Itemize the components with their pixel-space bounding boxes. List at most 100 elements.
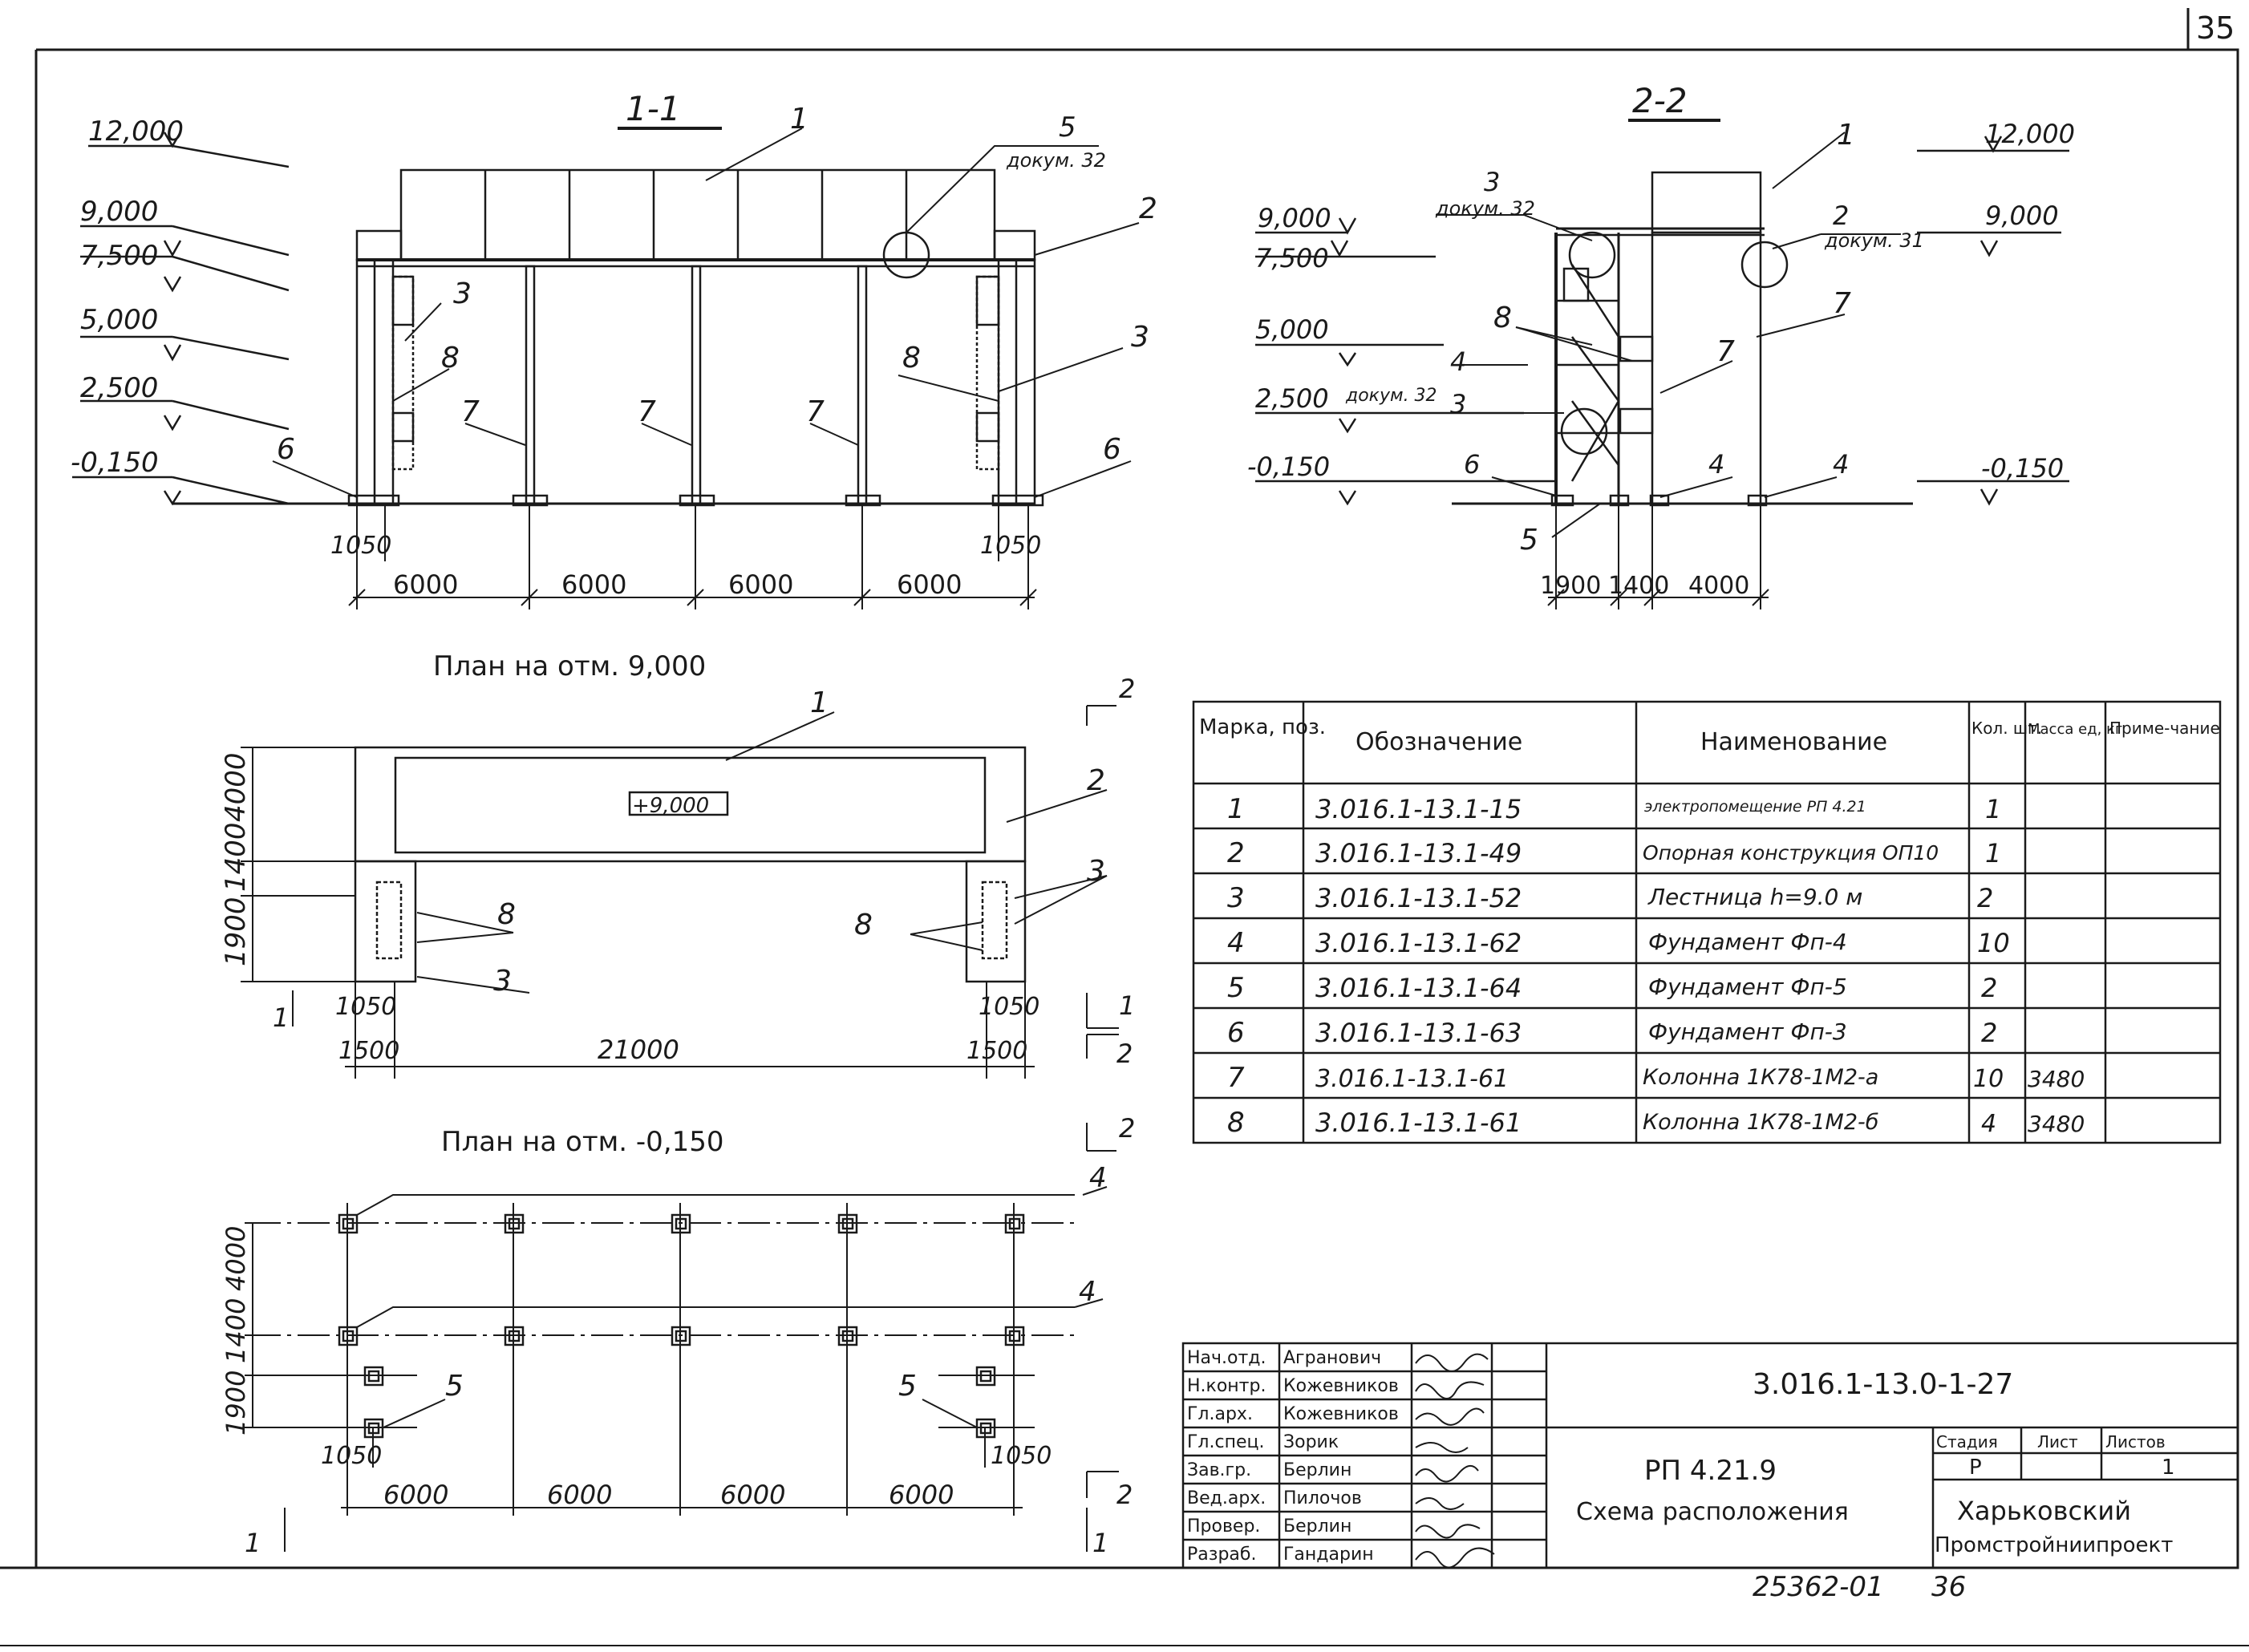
spec-cell-mark: 4 xyxy=(1227,927,1245,959)
s2-callout-1: 1 xyxy=(1837,119,1855,152)
callout-6: 6 xyxy=(1103,433,1121,466)
section-2-2-structure xyxy=(1550,171,1768,507)
spec-cell-mark: 8 xyxy=(1227,1107,1245,1139)
spec-cell-name: Колонна 1К78-1М2-б xyxy=(1643,1110,1878,1135)
sheets-value: 1 xyxy=(2162,1456,2175,1480)
elev-12000: 12,000 xyxy=(88,115,184,148)
elevations-s2 xyxy=(1255,136,2069,506)
plan-9000-level-tag: +9,000 xyxy=(632,794,709,818)
spec-cell-qty: 2 xyxy=(1977,883,1993,913)
spec-row-2: 2 3.016.1-13.1-49 Опорная конструкция ОП… xyxy=(1227,837,2001,869)
section-1-1: 1-1 12,000 9,000 7,500 5,000 2,500 -0,15… xyxy=(71,89,1157,609)
spec-row-4: 4 3.016.1-13.1-62 Фундамент Фп-4 10 xyxy=(1227,927,2010,959)
callout-6: 6 xyxy=(277,433,295,466)
plan9-callout-8: 8 xyxy=(497,898,516,931)
planm-dim-v-1: 4000 xyxy=(221,1226,251,1291)
spec-cell-mark: 3 xyxy=(1227,882,1245,914)
callout-7: 7 xyxy=(806,395,825,428)
planm-section-mark-2-right: 2 xyxy=(1116,1480,1133,1510)
plan9-section-mark-1-right: 1 xyxy=(1119,990,1135,1021)
spec-row-1: 1 3.016.1-13.1-15 электропомещение РП 4.… xyxy=(1227,793,2001,825)
spec-cell-designation: 3.016.1-13.1-62 xyxy=(1315,928,1522,958)
spec-cell-name: Фундамент Фп-5 xyxy=(1648,974,1847,1000)
callout-leaders-1-1 xyxy=(272,128,1140,498)
elevations-left xyxy=(72,132,290,506)
spec-row-8: 8 3.016.1-13.1-61 Колонна 1К78-1М2-б 4 3… xyxy=(1227,1107,2085,1139)
spec-cell-name: Колонна 1К78-1М2-а xyxy=(1643,1065,1878,1090)
s1-dim-3: 6000 xyxy=(728,569,793,600)
planm-callout-4: 4 xyxy=(1089,1162,1107,1194)
spec-table-header: Марка, поз. Обозначение Наименование Кол… xyxy=(1199,715,2220,756)
planm-dim-h-4: 6000 xyxy=(889,1480,954,1510)
section-2-2-title: 2-2 xyxy=(1632,81,1688,120)
callout-7: 7 xyxy=(461,395,480,428)
signer-role: Н.контр. xyxy=(1187,1376,1266,1396)
plan9-dim-h-2: 21000 xyxy=(598,1035,679,1065)
spec-row-3: 3 3.016.1-13.1-52 Лестница h=9.0 м 2 xyxy=(1227,882,1993,914)
spec-cell-name: Опорная конструкция ОП10 xyxy=(1643,841,1939,864)
spec-row-7: 7 3.016.1-13.1-61 Колонна 1К78-1М2-а 10 … xyxy=(1227,1062,2085,1094)
signer-role: Гл.спец. xyxy=(1187,1432,1264,1452)
signer-name: Берлин xyxy=(1283,1460,1351,1480)
s2-dim-2: 1400 xyxy=(1608,572,1669,600)
callout-dokum32: докум. 32 xyxy=(1006,149,1106,172)
callout-1: 1 xyxy=(790,103,808,136)
plan-9000-leaders xyxy=(416,711,1108,994)
s2-dim-1: 1900 xyxy=(1540,572,1601,600)
callout-leaders-2-2 xyxy=(1436,132,1901,538)
title-block-signers: Нач.отд. Агранович Н.контр. Кожевников Г… xyxy=(1187,1348,1399,1565)
callout-8: 8 xyxy=(902,342,921,375)
doc-code: 3.016.1-13.0-1-27 xyxy=(1753,1368,2013,1401)
spec-cell-mass: 3480 xyxy=(2028,1111,2085,1137)
callout-2: 2 xyxy=(1139,192,1157,225)
signer-role: Разраб. xyxy=(1187,1545,1256,1565)
title-block: Нач.отд. Агранович Н.контр. Кожевников Г… xyxy=(1181,1342,2238,1569)
spec-cell-qty: 2 xyxy=(1981,973,1997,1003)
spec-cell-qty: 10 xyxy=(1973,1065,2004,1093)
s2-elev-12000-right: 12,000 xyxy=(1985,119,2075,149)
s2-callout-4-b: 4 xyxy=(1708,449,1724,480)
s2-callout-8: 8 xyxy=(1493,302,1512,334)
plan9-callout-2: 2 xyxy=(1087,764,1105,797)
plan9-dim-h-1: 1500 xyxy=(338,1037,399,1065)
plan9-dim-v-3: 1900 xyxy=(220,897,252,966)
plan9-section-mark-2-right: 2 xyxy=(1116,1039,1133,1069)
signer-role: Вед.арх. xyxy=(1187,1488,1266,1508)
dimension-line-2-2 xyxy=(1547,504,1769,609)
s2-elev-m0150: -0,150 xyxy=(1247,451,1330,482)
spec-cell-designation: 3.016.1-13.1-64 xyxy=(1315,973,1522,1003)
spec-header-note: Приме-чание xyxy=(2109,719,2220,738)
spec-cell-designation: 3.016.1-13.1-15 xyxy=(1315,794,1522,824)
spec-row-5: 5 3.016.1-13.1-64 Фундамент Фп-5 2 xyxy=(1227,972,1997,1004)
planm-dim-h-2: 6000 xyxy=(547,1480,612,1510)
plan9-section-mark-1-left: 1 xyxy=(273,1002,289,1033)
signer-role: Зав.гр. xyxy=(1187,1460,1251,1480)
planm-dim-v-3: 1900 xyxy=(221,1371,251,1435)
dimension-line-1-1 xyxy=(348,504,1037,609)
foundation-marks xyxy=(338,1213,1025,1439)
plan-9000-dimensions xyxy=(241,705,1119,1079)
s2-callout-dokum32: докум. 32 xyxy=(1435,197,1535,220)
signer-name: Пилочов xyxy=(1283,1488,1362,1508)
plan9-callout-3: 3 xyxy=(1087,855,1105,888)
callout-3: 3 xyxy=(1131,321,1149,354)
support-structure xyxy=(347,229,1044,507)
footer-page: 36 xyxy=(1931,1571,1966,1603)
s2-elev-2500: 2,500 xyxy=(1255,383,1329,414)
spec-header-mass: Масса ед, кг xyxy=(2028,721,2122,738)
s1-dim-1: 6000 xyxy=(393,569,458,600)
s2-callout-3: 3 xyxy=(1484,167,1500,197)
room-box xyxy=(399,168,996,261)
callout-8: 8 xyxy=(441,342,460,375)
callout-3: 3 xyxy=(453,277,472,310)
plan9-dim-v-2: 1400 xyxy=(220,822,252,892)
spec-header-name: Наименование xyxy=(1700,728,1887,756)
plan9-callout-1: 1 xyxy=(810,686,829,719)
grid-lines xyxy=(249,1203,1075,1516)
org-line1: Харьковский xyxy=(1957,1496,2131,1526)
s1-edge-right: 1050 xyxy=(980,532,1041,560)
signer-name: Зорик xyxy=(1283,1432,1339,1452)
elev-9000: 9,000 xyxy=(80,196,158,228)
signer-name: Кожевников xyxy=(1283,1376,1399,1396)
s2-callout-6: 6 xyxy=(1464,449,1480,480)
